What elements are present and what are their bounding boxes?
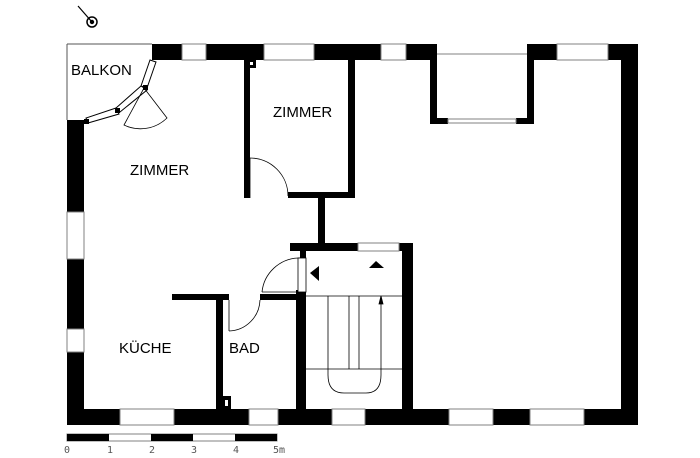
windows xyxy=(66,43,609,426)
doors xyxy=(228,157,307,332)
north-arrow-icon xyxy=(77,5,98,28)
scale-tick-3: 3 xyxy=(191,445,198,456)
arrow-left-icon xyxy=(310,266,319,281)
scale-tick-0: 0 xyxy=(64,445,71,456)
room-label-zimmer-main: ZIMMER xyxy=(130,162,190,179)
interior-walls xyxy=(172,60,413,409)
staircase xyxy=(306,261,402,394)
balcony-outline xyxy=(66,43,152,120)
exterior-walls xyxy=(67,44,638,425)
scale-tick-5m: 5m xyxy=(273,445,286,456)
scale-tick-1: 1 xyxy=(107,445,114,456)
scale-bar xyxy=(66,433,278,442)
scale-tick-4: 4 xyxy=(233,445,240,456)
arrow-up-icon xyxy=(369,261,384,268)
scale-tick-2: 2 xyxy=(149,445,156,456)
balcony-door xyxy=(84,59,168,130)
bay-window xyxy=(430,44,534,124)
stair-window xyxy=(357,242,400,252)
room-label-zimmer-small: ZIMMER xyxy=(273,104,333,121)
room-label-balkon: BALKON xyxy=(71,62,132,79)
room-label-kueche: KÜCHE xyxy=(119,340,172,357)
room-label-bad: BAD xyxy=(229,340,260,357)
